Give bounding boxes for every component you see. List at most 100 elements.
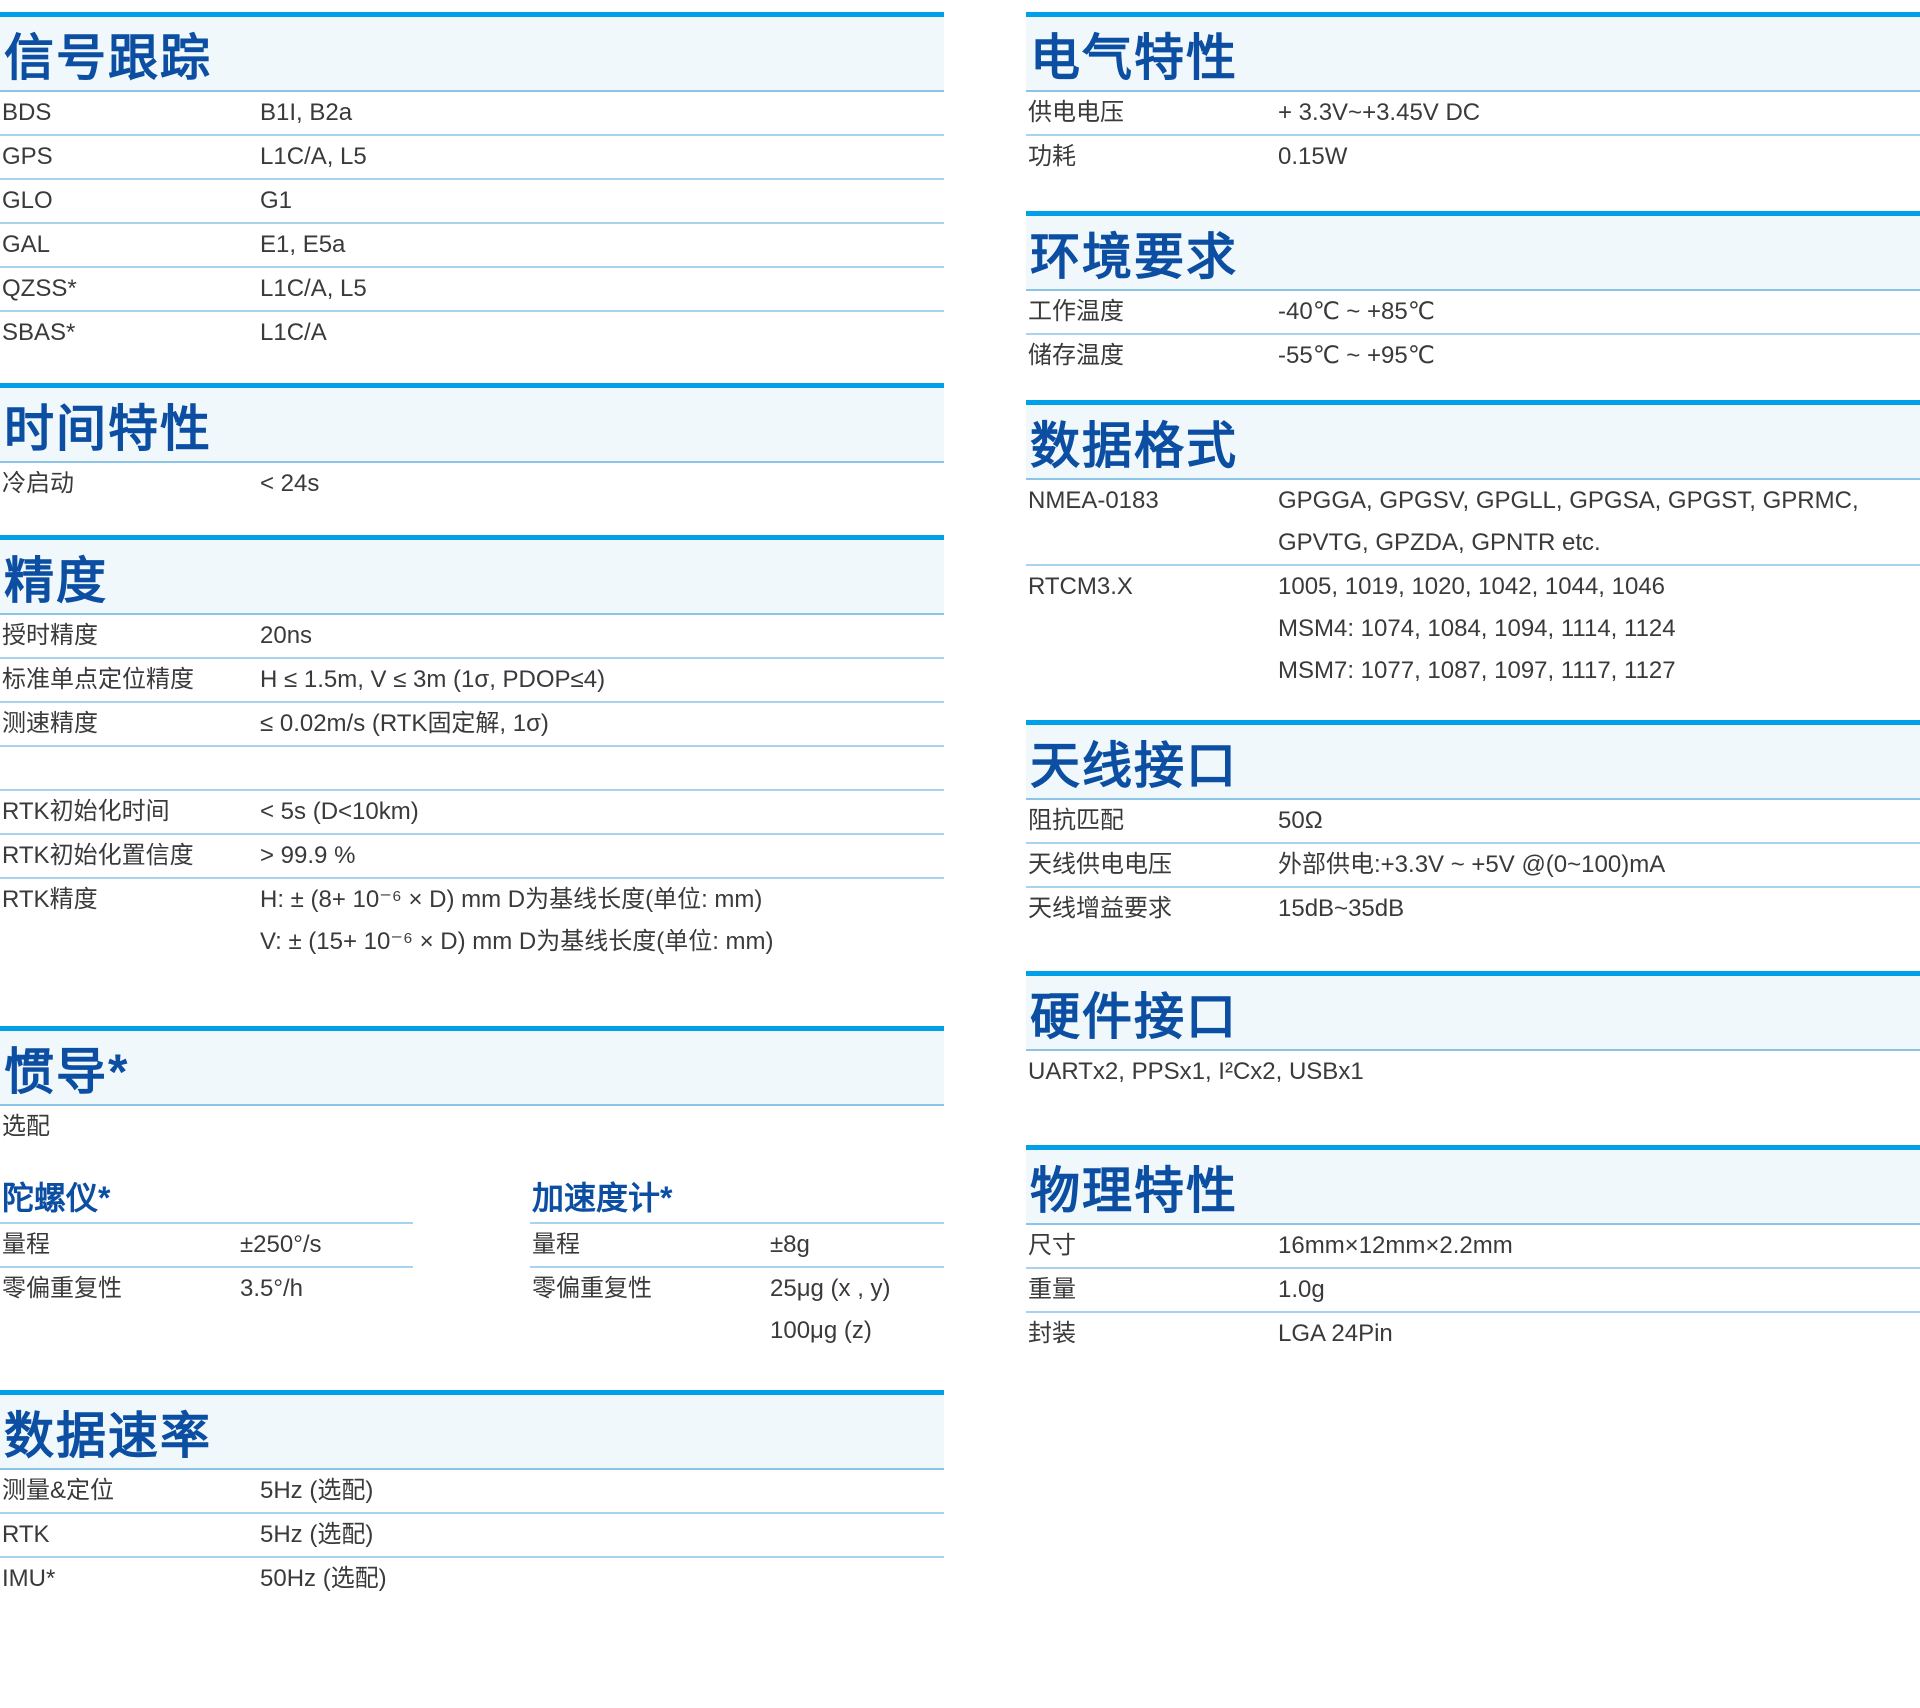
section-right-4: 硬件接口 UARTx2, PPSx1, I²Cx2, USBx1 — [1026, 971, 1920, 1093]
spec-value-line: H: ± (8+ 10⁻⁶ × D) mm D为基线长度(单位: mm) — [260, 886, 763, 913]
spec-row: 工作温度-40℃ ~ +85℃ — [1026, 291, 1920, 333]
section-title: 天线接口 — [1030, 737, 1238, 794]
spec-value: H: ± (8+ 10⁻⁶ × D) mm D为基线长度(单位: mm) V: ±… — [260, 879, 944, 963]
spec-row: 测量&定位 5Hz (选配) — [0, 1470, 944, 1512]
spec-value-line: 50Ω — [1278, 807, 1323, 834]
section-header: 信号跟踪 — [0, 12, 944, 92]
spec-row: GLO G1 — [0, 178, 944, 222]
spec-value-line: 15dB~35dB — [1278, 895, 1405, 922]
section-title: 精度 — [4, 552, 108, 609]
spec-value: E1, E5a — [260, 224, 944, 266]
spec-label: 天线增益要求 — [1028, 895, 1172, 922]
spec-value-line: ±250°/s — [240, 1231, 322, 1258]
spec-value-line: MSM4: 1074, 1084, 1094, 1114, 1124 — [1278, 615, 1676, 642]
section-header: 数据格式 — [1026, 400, 1920, 480]
spec-label: RTK — [2, 1521, 50, 1548]
spec-row: 尺寸 16mm×12mm×2.2mm — [1026, 1225, 1920, 1267]
spec-value: ≤ 0.02m/s (RTK固定解, 1σ) — [260, 703, 944, 745]
section-title: 硬件接口 — [1030, 988, 1238, 1045]
spec-value-line: MSM7: 1077, 1087, 1097, 1117, 1127 — [1278, 657, 1676, 684]
spec-label: RTK精度 — [2, 886, 98, 913]
spec-row: 供电电压+ 3.3V~+3.45V DC — [1026, 92, 1920, 134]
section-header: 硬件接口 — [1026, 971, 1920, 1051]
spec-value: 50Hz (选配) — [260, 1558, 944, 1600]
spec-label: IMU* — [2, 1565, 56, 1592]
spec-label: 测速精度 — [2, 710, 98, 737]
spec-row: RTK精度 H: ± (8+ 10⁻⁶ × D) mm D为基线长度(单位: mm… — [0, 877, 944, 963]
section-header: 时间特性 — [0, 383, 944, 463]
spec-label: 授时精度 — [2, 622, 98, 649]
spec-value-line: 1005, 1019, 1020, 1042, 1044, 1046 — [1278, 573, 1666, 600]
section-title: 信号跟踪 — [4, 29, 212, 86]
spec-value-line: B1I, B2a — [260, 99, 353, 126]
section-header: 电气特性 — [1026, 12, 1920, 92]
section-left-4: 数据速率测量&定位 5Hz (选配) RTK 5Hz (选配) IMU* 50Hz (选配… — [0, 1390, 944, 1600]
spec-value: > 99.9 % — [260, 835, 944, 877]
spec-value: < 24s — [260, 463, 944, 505]
spec-label: 封装 — [1028, 1320, 1076, 1347]
spec-label: 测量&定位 — [2, 1477, 115, 1504]
spec-value: 25μg (x , y)100μg (z) — [770, 1268, 944, 1352]
spec-value: -55℃ ~ +95℃ — [1278, 335, 1920, 377]
spec-value-line: < 5s (D<10km) — [260, 798, 419, 825]
spec-label: GLO — [2, 187, 53, 214]
spec-value: H ≤ 1.5m, V ≤ 3m (1σ, PDOP≤4) — [260, 659, 944, 701]
spec-row: GAL E1, E5a — [0, 222, 944, 266]
spec-value-line: G1 — [260, 187, 293, 214]
spec-value-line: GPVTG, GPZDA, GPNTR etc. — [1278, 529, 1601, 556]
section-note: UARTx2, PPSx1, I²Cx2, USBx1 — [1028, 1058, 1364, 1085]
spec-row: RTK初始化置信度> 99.9 % — [0, 833, 944, 877]
spec-value-line: V: ± (15+ 10⁻⁶ × D) mm D为基线长度(单位: mm) — [260, 928, 774, 955]
spec-value: 5Hz (选配) — [260, 1514, 944, 1556]
spec-label: 储存温度 — [1028, 342, 1124, 369]
spec-row: 冷启动< 24s — [0, 463, 944, 505]
spec-row: IMU* 50Hz (选配) — [0, 1556, 944, 1600]
spec-value: 0.15W — [1278, 136, 1920, 178]
spec-value: ±8g — [770, 1224, 944, 1266]
spec-value: 50Ω — [1278, 800, 1920, 842]
spec-row: 阻抗匹配 50Ω — [1026, 800, 1920, 842]
spec-label: 零偏重复性 — [532, 1275, 652, 1302]
spec-value-line: ≤ 0.02m/s (RTK固定解, 1σ) — [260, 710, 549, 737]
spec-value: 20ns — [260, 615, 944, 657]
spec-value: L1C/A, L5 — [260, 136, 944, 178]
spec-value: L1C/A, L5 — [260, 268, 944, 310]
spec-value-line: 3.5°/h — [240, 1275, 303, 1302]
spec-value-line: 50Hz (选配) — [260, 1565, 387, 1592]
spec-row: QZSS* L1C/A, L5 — [0, 266, 944, 310]
spec-label: 阻抗匹配 — [1028, 807, 1124, 834]
spec-label: 尺寸 — [1028, 1232, 1076, 1259]
spec-value: LGA 24Pin — [1278, 1313, 1920, 1355]
spec-label: GAL — [2, 231, 51, 258]
spec-value-line: + 3.3V~+3.45V DC — [1278, 99, 1481, 126]
spec-value-line: -55℃ ~ +95℃ — [1278, 342, 1435, 369]
spec-label: GPS — [2, 143, 53, 170]
section-title: 时间特性 — [4, 400, 212, 457]
section-note: 选配 — [2, 1113, 50, 1140]
section-title: 数据速率 — [4, 1407, 212, 1464]
section-header: 惯导* — [0, 1026, 944, 1106]
spec-value-line: 外部供电:+3.3V ~ +5V @(0~100)mA — [1278, 851, 1666, 878]
spec-label: 天线供电电压 — [1028, 851, 1172, 878]
spec-label: QZSS* — [2, 275, 77, 302]
spec-value: 5Hz (选配) — [260, 1470, 944, 1512]
spec-value-line: -40℃ ~ +85℃ — [1278, 298, 1435, 325]
spec-value-line: 100μg (z) — [770, 1317, 872, 1344]
spec-rows: 阻抗匹配 50Ω 天线供电电压 外部供电:+3.3V ~ +5V @(0~100)mA… — [1026, 800, 1920, 930]
spec-value: 16mm×12mm×2.2mm — [1278, 1225, 1920, 1267]
spec-row — [0, 745, 944, 789]
spec-value: L1C/A — [260, 312, 944, 354]
